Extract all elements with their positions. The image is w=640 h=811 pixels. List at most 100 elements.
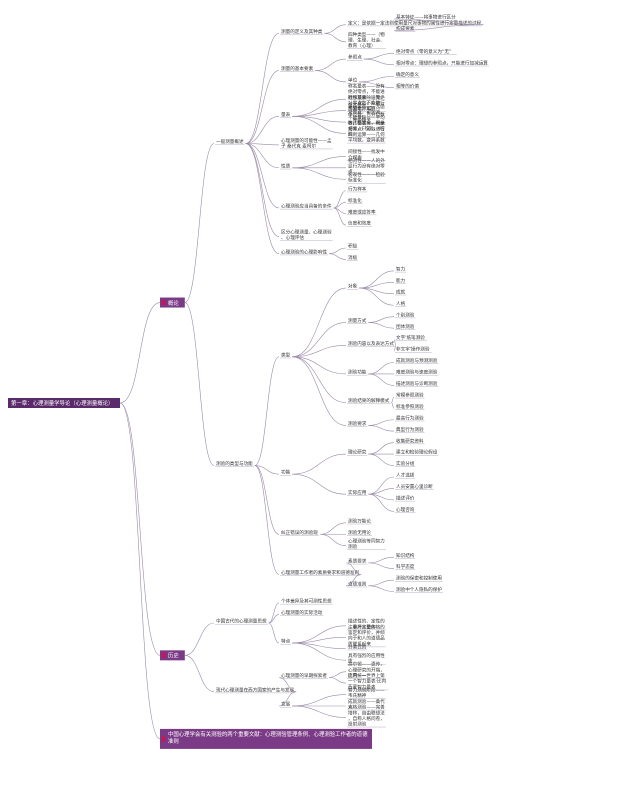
node-node[interactable]: 心理测验应当具备的条件 <box>280 203 333 210</box>
node-node[interactable]: 类型 <box>280 351 292 358</box>
node-node[interactable]: 性质 <box>280 162 292 169</box>
node-node[interactable]: 心理测量的早期探索者 <box>280 672 328 679</box>
node-node[interactable]: 人员安置心里诊断 <box>395 483 434 490</box>
node-node[interactable]: 纠正错误的测验观 <box>280 529 319 536</box>
node-node[interactable]: 功能 <box>280 469 292 476</box>
node-node[interactable]: 现代心理测量在西方国家的产生与发展 <box>215 686 296 693</box>
node-node[interactable]: 道德准则 <box>347 580 368 587</box>
node-node[interactable]: 标准化 <box>347 197 363 204</box>
node-node[interactable]: 能力 <box>395 277 407 284</box>
node-node[interactable]: 测量的基本要素 <box>280 65 315 72</box>
node-node[interactable]: 心理咨询 <box>395 506 416 513</box>
node-node[interactable]: 参照点 <box>347 54 363 61</box>
node-node[interactable]: 成就测验与预测测验 <box>395 357 439 364</box>
node-node[interactable]: 智力测验阶段——韦氏精神 <box>347 686 386 699</box>
node-node[interactable]: 文字'纸笔测验 <box>395 334 428 341</box>
node-node[interactable]: 基本特征——将事物进行区分 <box>395 14 457 21</box>
node-node[interactable]: 测验无用论 <box>347 529 372 536</box>
node-node[interactable]: 实际应用 <box>347 489 368 496</box>
node-node[interactable]: 智力 <box>395 266 407 273</box>
node-node[interactable]: 单位 <box>347 77 359 84</box>
node-node[interactable]: 对象 <box>347 283 359 290</box>
node-f-t[interactable]: 等距量表——无绝对零点，可加减，不能乘除——平均数，标准差，积差相关，F检验，t… <box>347 103 387 138</box>
node-node[interactable]: 测验结果的解释模式 <box>347 397 391 404</box>
node-node[interactable]: 测验中个人隐私的保护 <box>395 586 443 593</box>
node-node[interactable]: 测验要求 <box>347 420 368 427</box>
node-node[interactable]: 一般测量概述 <box>215 138 245 145</box>
node-node[interactable]: 难度或应答率 <box>347 208 377 215</box>
node-node[interactable]: 测验万能论 <box>347 517 372 524</box>
node-node[interactable]: 标准参照测验 <box>395 403 425 410</box>
node-node[interactable]: 行为样本 <box>347 185 368 192</box>
section-label: 准则 <box>168 737 179 745</box>
node-node[interactable]: 心理测量工作者的素质要求和道德准则 <box>280 569 361 576</box>
node-node[interactable]: 中国古代的心理测量思想 <box>215 618 268 625</box>
node-node[interactable]: 非文字'操作测验 <box>395 346 432 353</box>
node-node[interactable]: 测验内容以及表达方式 <box>347 340 395 347</box>
node-node[interactable]: 四种类型——（物理、生理、社会、教育（心理） <box>347 31 386 49</box>
node-node[interactable]: 人格 <box>395 300 407 307</box>
node-node[interactable]: 成就 <box>395 288 407 295</box>
node-node[interactable]: 成就测验——桑代克 <box>347 698 386 711</box>
branch-line <box>368 373 395 386</box>
node-node[interactable]: 描述性的、定性的、非严定量的 <box>347 618 386 631</box>
node-node[interactable]: 测量的定义及其种类 <box>280 28 324 35</box>
node-node[interactable]: 实验分组 <box>395 460 416 467</box>
node-node[interactable]: 常模参照测验 <box>395 391 425 398</box>
node-node[interactable]: 分类式的 <box>347 643 368 650</box>
node-node[interactable]: 收集研究资料 <box>395 437 425 444</box>
node-node[interactable]: 构成要素 <box>395 25 416 32</box>
node-node[interactable]: 高尔顿——遗传，心理研究的开端，应用统一 <box>347 661 386 679</box>
node-node[interactable]: 积极 <box>347 243 359 250</box>
node-node[interactable]: 描述评价 <box>395 495 416 502</box>
node-node[interactable]: 区分心理测量、心理测验、心理评估 <box>280 228 333 241</box>
node-label: 对零点，可以进行 <box>348 125 385 132</box>
section-node[interactable]: 概论 <box>160 297 185 308</box>
node-node[interactable]: 测量方式 <box>347 317 368 324</box>
node-node[interactable]: 理论研究 <box>347 449 368 456</box>
node-node[interactable]: 特点 <box>280 638 292 645</box>
node-label: 人员安置心里诊断 <box>396 483 433 490</box>
node-node[interactable]: 信度和效度 <box>347 220 372 227</box>
node-node[interactable]: 量表 <box>280 111 292 118</box>
node-node[interactable]: 知识结构 <box>395 552 416 559</box>
node-node[interactable]: 心理测量的可能性——孟子 桑代克 麦柯尔 <box>280 137 333 150</box>
node-node[interactable]: 个体差异及其可测性思想 <box>280 598 333 605</box>
node-node[interactable]: 素质要求 <box>347 557 368 564</box>
node-node[interactable]: 科学态度 <box>395 563 416 570</box>
node-node[interactable]: 消极 <box>347 254 359 261</box>
node-node[interactable]: 测验的类型与功能 <box>215 460 254 467</box>
section-node[interactable]: 历史 <box>160 650 185 661</box>
node-node[interactable]: 确定的意义 <box>395 71 420 78</box>
node-node[interactable]: 最高行为测验 <box>395 414 425 421</box>
node-node[interactable]: 定义：是依据一定法则使用量尺对事物的属性进行定量描述的过程 <box>347 19 483 26</box>
node-node[interactable]: 个别测验 <box>395 311 416 318</box>
node-node[interactable]: 心理测量的实际活动 <box>280 609 324 616</box>
node-node[interactable]: 发展 <box>280 701 292 708</box>
node-node[interactable]: 心理测验的心理影响性 <box>280 248 328 255</box>
node-node[interactable]: 典型行为测验 <box>395 426 425 433</box>
node-node[interactable]: 难度测验与速度测验 <box>395 369 439 376</box>
node-node[interactable]: 相等的价值 <box>395 82 420 89</box>
node-node[interactable]: 绝对零点（零的意义为“无” <box>395 48 457 55</box>
node-node[interactable]: 描述测验与诊断测验 <box>395 380 439 387</box>
node-node[interactable]: 人才选拔 <box>395 472 416 479</box>
node-node[interactable]: 建立和检验理论假设 <box>395 449 439 456</box>
node-node[interactable]: 测验功能 <box>347 369 368 376</box>
node-node[interactable]: 相对零点：理想的参照点，只能进行加减运算 <box>395 59 489 66</box>
root-node[interactable]: 第一章：心理测量学导论（心理测量概论） <box>8 398 120 408</box>
node-node[interactable]: 团体测验 <box>395 323 416 330</box>
node-node[interactable]: 测验的保密和控制使用 <box>395 575 443 582</box>
